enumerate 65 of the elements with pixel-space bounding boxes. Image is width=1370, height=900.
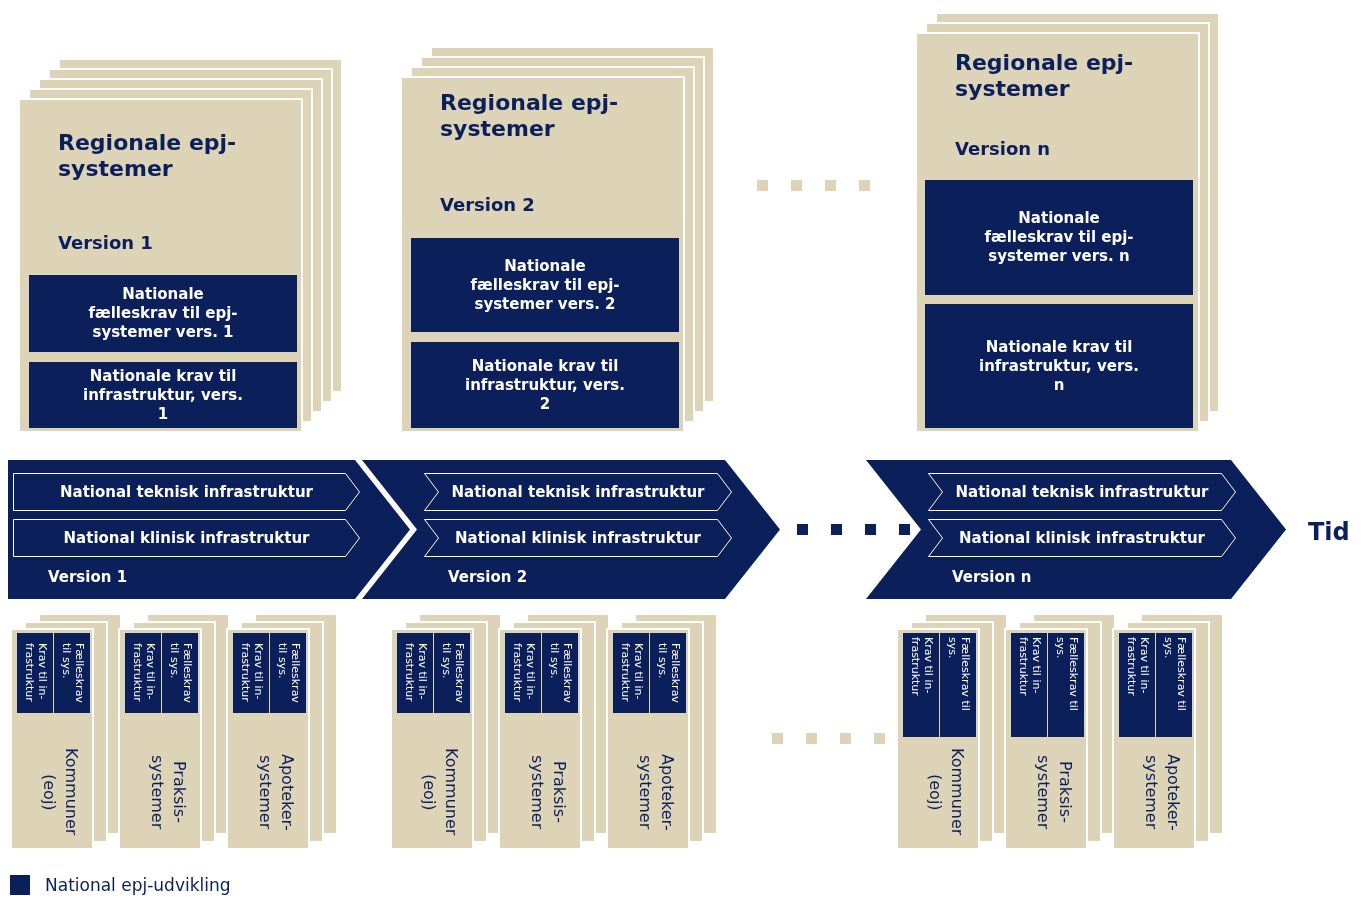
stack-heading: Regionale epj-systemer bbox=[58, 130, 238, 182]
requirement-box: Krav til in-frastruktur bbox=[233, 633, 269, 713]
chevron-band: National teknisk infrastruktur bbox=[928, 473, 1236, 511]
requirement-box: Fælleskrav til sys. bbox=[270, 633, 306, 713]
requirement-box: Nationale krav til infrastruktur, vers. 2 bbox=[411, 342, 679, 428]
system-label: Praksis-systemer bbox=[1033, 753, 1076, 832]
system-label: Apoteker-systemer bbox=[255, 752, 298, 833]
page-card bbox=[915, 32, 1200, 433]
system-label: Kommuner (eoj) bbox=[39, 747, 82, 838]
version-label: Version 1 bbox=[48, 568, 128, 586]
requirement-box: Fælleskrav til sys. bbox=[1048, 633, 1084, 737]
page-card bbox=[18, 98, 303, 433]
chevron-band: National klinisk infrastruktur bbox=[424, 519, 732, 557]
requirement-box: Nationale fælleskrav til epj-systemer vers. 2 bbox=[411, 238, 679, 332]
system-label: Praksis-systemer bbox=[527, 753, 570, 832]
system-card bbox=[896, 628, 980, 850]
requirement-box: Nationale fælleskrav til epj-systemer vers. n bbox=[925, 180, 1193, 295]
version-label: Version 2 bbox=[440, 194, 535, 215]
requirement-box: Fælleskrav til sys. bbox=[54, 633, 90, 713]
phase-panel bbox=[362, 460, 780, 599]
system-card bbox=[226, 628, 310, 850]
chevron-band: National klinisk infrastruktur bbox=[13, 519, 360, 557]
requirement-box: Krav til in-frastruktur bbox=[903, 633, 939, 737]
requirement-box: Fælleskrav til sys. bbox=[1156, 633, 1192, 737]
system-label: Apoteker-systemer bbox=[1141, 752, 1184, 833]
requirement-box: Krav til in-frastruktur bbox=[17, 633, 53, 713]
requirement-box: Nationale fælleskrav til epj-systemer vers. 1 bbox=[29, 275, 297, 352]
requirement-box: Krav til in-frastruktur bbox=[613, 633, 649, 713]
system-label: Kommuner (eoj) bbox=[925, 747, 968, 838]
requirement-box: Krav til in-frastruktur bbox=[505, 633, 541, 713]
requirement-box: Fælleskrav til sys. bbox=[434, 633, 470, 713]
system-card bbox=[498, 628, 582, 850]
requirement-box: Krav til in-frastruktur bbox=[125, 633, 161, 713]
version-label: Version n bbox=[952, 568, 1032, 586]
stack-heading: Regionale epj-systemer bbox=[440, 90, 620, 142]
chevron-band: National teknisk infrastruktur bbox=[424, 473, 732, 511]
requirement-box: Krav til in-frastruktur bbox=[1011, 633, 1047, 737]
requirement-box: Fælleskrav til sys. bbox=[940, 633, 976, 737]
version-label: Version 2 bbox=[448, 568, 528, 586]
phase-panel bbox=[8, 460, 410, 599]
requirement-box: Fælleskrav til sys. bbox=[162, 633, 198, 713]
requirement-box: Fælleskrav til sys. bbox=[650, 633, 686, 713]
system-card bbox=[606, 628, 690, 850]
system-card bbox=[390, 628, 474, 850]
system-label: Praksis-systemer bbox=[147, 753, 190, 832]
system-label: Apoteker-systemer bbox=[635, 752, 678, 833]
axis-label: Tid bbox=[1308, 518, 1350, 546]
requirement-box: Krav til in-frastruktur bbox=[1119, 633, 1155, 737]
system-card bbox=[118, 628, 202, 850]
legend-label: National epj-udvikling bbox=[45, 875, 231, 895]
chevron-band: National teknisk infrastruktur bbox=[13, 473, 360, 511]
stack-heading: Regionale epj-systemer bbox=[955, 50, 1135, 102]
system-card bbox=[10, 628, 94, 850]
version-label: Version 1 bbox=[58, 232, 153, 253]
phase-panel bbox=[866, 460, 1286, 599]
requirement-box: Nationale krav til infrastruktur, vers. n bbox=[925, 304, 1193, 428]
version-label: Version n bbox=[955, 138, 1051, 159]
system-label: Kommuner (eoj) bbox=[419, 747, 462, 838]
chevron-band: National klinisk infrastruktur bbox=[928, 519, 1236, 557]
requirement-box: Fælleskrav til sys. bbox=[542, 633, 578, 713]
system-card bbox=[1112, 628, 1196, 850]
requirement-box: Krav til in-frastruktur bbox=[397, 633, 433, 713]
system-card bbox=[1004, 628, 1088, 850]
page-card bbox=[400, 76, 685, 433]
requirement-box: Nationale krav til infrastruktur, vers. 1 bbox=[29, 362, 297, 428]
